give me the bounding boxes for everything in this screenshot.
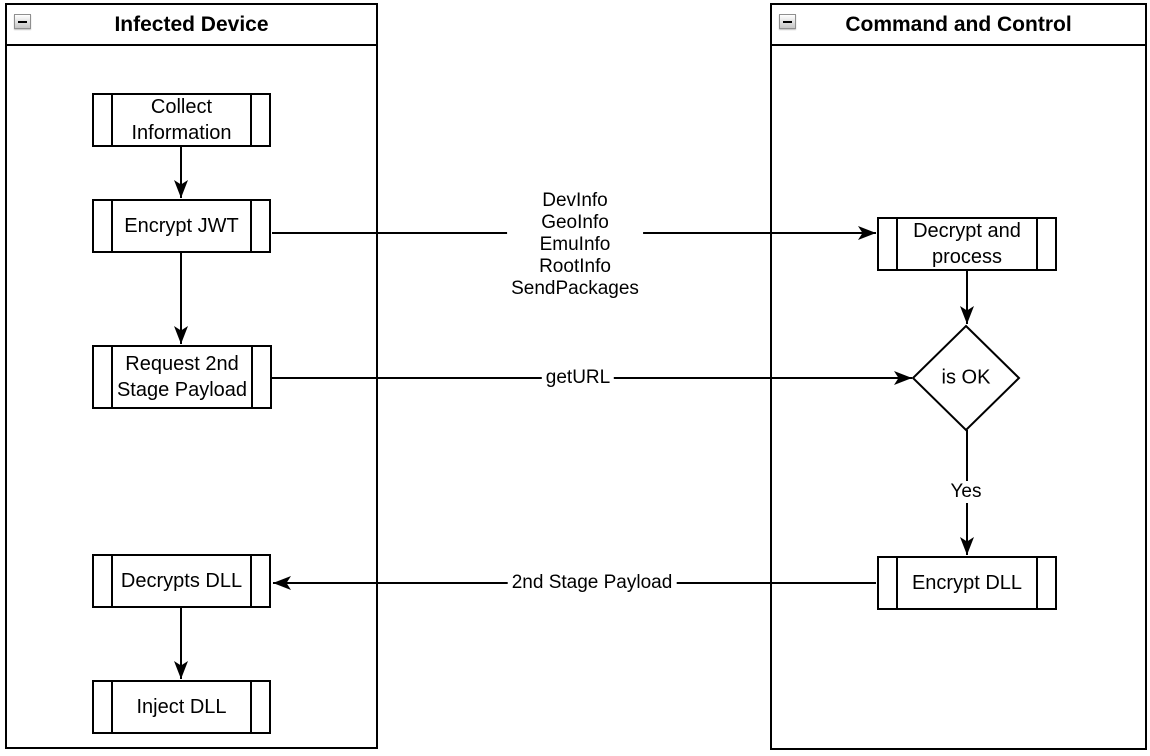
- edge-label-2nd-stage-payload: 2nd Stage Payload: [507, 572, 677, 594]
- node-label: Decrypt and process: [913, 220, 1021, 268]
- node-label: Request 2nd Stage Payload: [116, 353, 248, 401]
- edge-label-yes: Yes: [946, 481, 986, 503]
- node-label: Encrypt DLL: [911, 572, 1023, 594]
- collapse-button[interactable]: [14, 14, 31, 29]
- node-collect-information[interactable]: Collect Information: [92, 93, 271, 147]
- lane-command-and-control-header: Command and Control: [772, 5, 1145, 46]
- node-inject-dll[interactable]: Inject DLL: [92, 680, 271, 734]
- node-label: Decrypts DLL: [120, 570, 243, 592]
- collapse-button[interactable]: [779, 14, 796, 29]
- node-decrypts-dll[interactable]: Decrypts DLL: [92, 554, 271, 608]
- node-encrypt-dll[interactable]: Encrypt DLL: [877, 556, 1057, 610]
- node-label: Collect Information: [131, 96, 232, 144]
- node-encrypt-jwt[interactable]: Encrypt JWT: [92, 199, 271, 253]
- lane-infected-device-header: Infected Device: [7, 5, 376, 46]
- node-label: Inject DLL: [136, 696, 227, 718]
- node-request-2nd-stage-payload[interactable]: Request 2nd Stage Payload: [92, 345, 272, 409]
- lane-title: Command and Control: [845, 12, 1072, 36]
- edge-label-packages: DevInfo GeoInfo EmuInfo RootInfo SendPac…: [507, 190, 643, 300]
- collapse-icon: [18, 20, 27, 23]
- decision-label: is OK: [941, 366, 991, 389]
- collapse-icon: [783, 20, 792, 23]
- lane-title: Infected Device: [114, 12, 269, 36]
- edge-label-get-url: getURL: [541, 367, 615, 389]
- node-decrypt-and-process[interactable]: Decrypt and process: [877, 217, 1057, 271]
- node-label: Encrypt JWT: [124, 215, 239, 237]
